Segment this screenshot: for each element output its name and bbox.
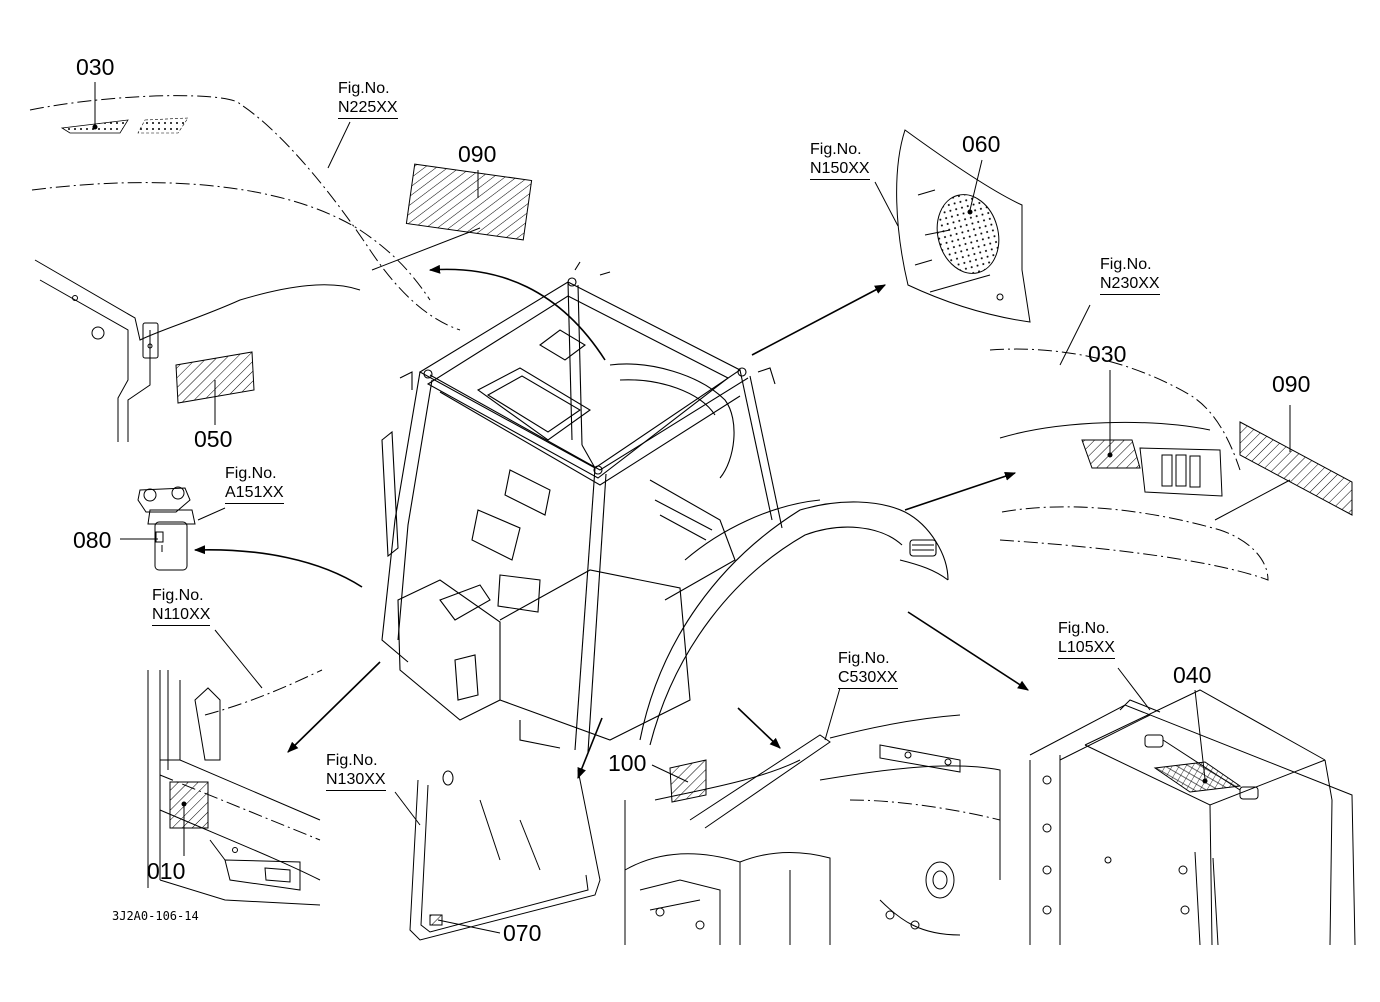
headliner-panel-drawing: [990, 349, 1268, 580]
fig-code: C530XX: [838, 670, 898, 689]
part-label-070: 070: [503, 920, 542, 946]
fig-code: N130XX: [326, 772, 386, 791]
figure-ref-l105: Fig.No. L105XX: [1058, 621, 1115, 659]
leader-dot: [1107, 452, 1113, 458]
part-label-100: 100: [608, 750, 647, 776]
leader-line-n230: [1060, 305, 1090, 365]
fig-prefix: Fig.No.: [225, 465, 277, 482]
leader-line-n225: [328, 122, 350, 168]
part-label-090: 090: [458, 141, 497, 167]
fig-code: N225XX: [338, 100, 398, 119]
fig-prefix: Fig.No.: [338, 80, 390, 97]
figure-ref-n130: Fig.No. N130XX: [326, 753, 386, 791]
part-label-050: 050: [194, 426, 233, 452]
fig-prefix: Fig.No.: [838, 650, 890, 667]
leader-dot: [1202, 778, 1208, 784]
sticker-100: [670, 760, 706, 802]
transmission-drawing: [625, 715, 1000, 945]
direction-arrows: [193, 264, 1029, 780]
leader-dot: [967, 209, 973, 215]
leader-line-070: [438, 920, 500, 933]
fig-prefix: Fig.No.: [810, 141, 862, 158]
leader-line-n130: [395, 792, 420, 825]
sticker-090-top: [406, 164, 531, 240]
door-glass-drawing: [410, 770, 600, 940]
part-label-040: 040: [1173, 662, 1212, 688]
leader-line-a151: [198, 508, 225, 520]
fig-prefix: Fig.No.: [1100, 256, 1152, 273]
filter-drawing: [138, 487, 195, 570]
leader-line-040: [1195, 690, 1205, 779]
sticker-010: [170, 782, 208, 828]
figure-ref-a151: Fig.No. A151XX: [225, 466, 284, 504]
leader-line-090-to-cab: [372, 228, 480, 270]
sticker-050: [176, 352, 254, 403]
figure-ref-n225: Fig.No. N225XX: [338, 81, 398, 119]
cab-frame-drawing: [382, 262, 782, 752]
figure-ref-n230: Fig.No. N230XX: [1100, 257, 1160, 295]
part-label-080: 080: [73, 527, 112, 553]
sticker-070: [430, 915, 442, 925]
figure-ref-n150: Fig.No. N150XX: [810, 142, 870, 180]
leader-line-n150: [875, 182, 898, 226]
fig-code: N150XX: [810, 161, 870, 180]
part-label-060: 060: [962, 131, 1001, 157]
rear-fender-drawing: [610, 364, 948, 745]
fig-prefix: Fig.No.: [326, 752, 378, 769]
fig-prefix: Fig.No.: [152, 587, 204, 604]
fig-code: L105XX: [1058, 640, 1115, 659]
figure-ref-n110: Fig.No. N110XX: [152, 587, 211, 626]
sticker-040: [1155, 762, 1240, 792]
part-label-030: 030: [76, 54, 115, 80]
leader-line-n110: [215, 630, 262, 688]
leader-line-c530: [825, 688, 840, 740]
figure-ref-c530: Fig.No. C530XX: [838, 651, 898, 689]
speaker-grille-060: [929, 188, 1008, 281]
part-label-090: 090: [1272, 371, 1311, 397]
fig-code: N230XX: [1100, 276, 1160, 295]
leader-dot: [92, 124, 98, 130]
leader-dot: [181, 801, 187, 807]
speaker-panel-drawing: [897, 130, 1030, 322]
sticker-030-top-left-pair: [138, 118, 188, 133]
leader-line-060: [970, 160, 982, 210]
leader-line-100: [652, 765, 688, 782]
leader-line-l105: [1118, 668, 1150, 710]
battery-box-drawing: [1030, 690, 1355, 945]
fig-prefix: Fig.No.: [1058, 620, 1110, 637]
part-label-030: 030: [1088, 341, 1127, 367]
drawing-number: 3J2A0-106-14: [112, 909, 199, 923]
fig-code: A151XX: [225, 485, 284, 504]
leader-line-090b-to-panel: [1215, 480, 1290, 520]
part-label-010: 010: [147, 858, 186, 884]
sticker-090-right: [1240, 422, 1352, 515]
roof-panel-drawing: [30, 96, 460, 442]
fig-code: N110XX: [152, 607, 211, 626]
